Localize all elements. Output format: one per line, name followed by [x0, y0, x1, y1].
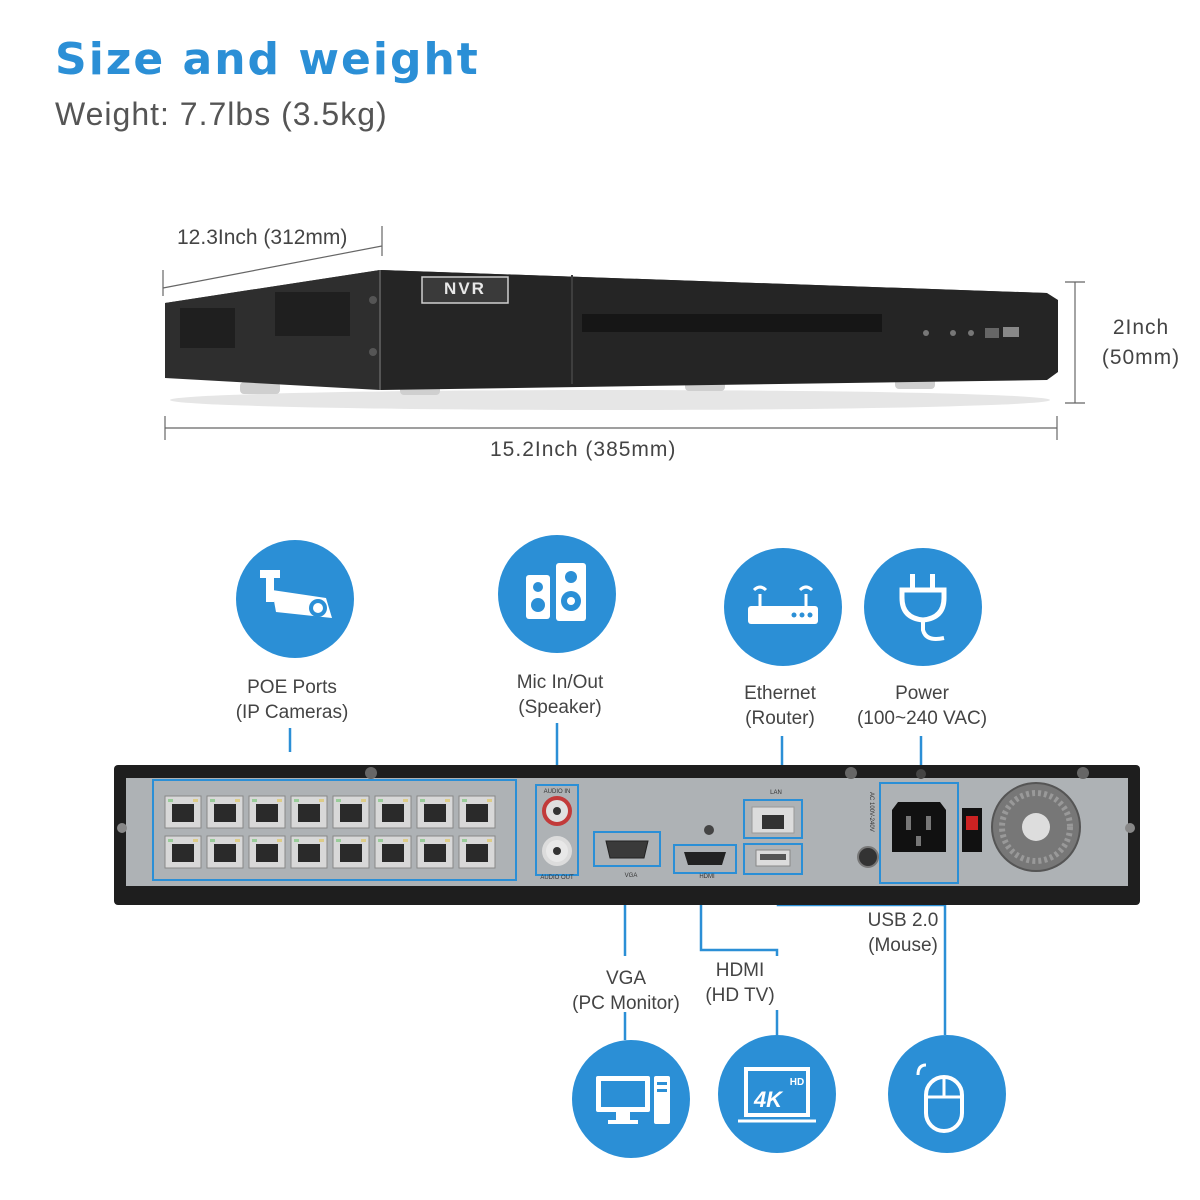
poe-port [458, 835, 496, 869]
poe-port [248, 795, 286, 829]
power-label-1: Power [895, 683, 949, 704]
power-label-2: (100~240 VAC) [856, 708, 988, 729]
hdmi-port-text: HDMI [699, 874, 715, 880]
depth-line [162, 245, 383, 289]
poe-port [374, 835, 412, 869]
poe-label-2: (IP Cameras) [235, 702, 349, 723]
computer-icon [596, 1076, 670, 1124]
poe-port [290, 795, 328, 829]
speaker-icon [526, 563, 586, 621]
vga-label-1: VGA [605, 968, 647, 989]
weight-text: Weight: 7.7lbs (3.5kg) [55, 96, 388, 132]
nvr-front-device [165, 270, 1058, 410]
ethernet-callout-circle [724, 548, 842, 666]
tv-hd-text: HD [790, 1077, 804, 1088]
lan-port-text: LAN [770, 790, 782, 796]
vga-callout-circle [572, 1040, 690, 1158]
dimension-diagram [162, 226, 1085, 440]
depth-label: 12.3Inch (312mm) [177, 226, 348, 249]
vga-label: VGA (PC Monitor) [526, 966, 726, 1016]
mic-label: Mic In/Out (Speaker) [460, 670, 660, 720]
poe-port [416, 795, 454, 829]
ethernet-label: Ethernet (Router) [680, 681, 880, 731]
height-label-2: (50mm) [1101, 346, 1181, 369]
nvr-rear-device [114, 765, 1140, 905]
ethernet-label-2: (Router) [745, 708, 815, 729]
mic-label-2: (Speaker) [518, 697, 602, 718]
hdmi-label: HDMI (HD TV) [640, 958, 840, 1008]
power-label: Power (100~240 VAC) [822, 681, 1022, 731]
width-label: 15.2Inch (385mm) [490, 438, 677, 461]
power-callout-circle [864, 548, 982, 666]
page-title: Size and weight [55, 34, 480, 85]
nvr-logo: NVR [444, 279, 486, 298]
poe-port [332, 795, 370, 829]
camera-icon [260, 570, 332, 618]
poe-port [164, 795, 202, 829]
plug-icon [899, 574, 947, 641]
poe-callout-circle [236, 540, 354, 658]
mouse-icon [916, 1063, 964, 1133]
usb-label: USB 2.0 (Mouse) [803, 908, 1003, 958]
mic-callout-circle [498, 535, 616, 653]
audio-in-text: AUDIO IN [544, 789, 571, 795]
ethernet-label-1: Ethernet [744, 683, 816, 704]
poe-port [332, 835, 370, 869]
poe-label: POE Ports (IP Cameras) [192, 675, 392, 725]
vga-label-2: (PC Monitor) [572, 993, 680, 1014]
mic-label-1: Mic In/Out [516, 672, 604, 693]
ac-port-text: AC 100V-240V [868, 792, 874, 832]
usb-label-1: USB 2.0 [867, 910, 939, 931]
hdmi-label-1: HDMI [715, 960, 765, 981]
audio-out-text: AUDIO OUT [540, 875, 574, 881]
tv-icon: 4K HD [738, 1067, 816, 1123]
poe-port [248, 835, 286, 869]
hdmi-callout-circle: 4K HD [718, 1035, 836, 1153]
poe-port [416, 835, 454, 869]
rear-panel-diagram: AUDIO IN AUDIO OUT VGA HDMI LAN AC 100V-… [114, 723, 1140, 1040]
usb-label-2: (Mouse) [868, 935, 938, 956]
poe-ports [164, 795, 496, 869]
poe-port [206, 795, 244, 829]
poe-port [374, 795, 412, 829]
hdmi-label-2: (HD TV) [705, 985, 775, 1006]
vga-port-text: VGA [625, 873, 638, 879]
tv-4k-text: 4K [753, 1087, 784, 1112]
poe-port [290, 835, 328, 869]
height-label-1: 2Inch [1112, 316, 1170, 339]
poe-port [206, 835, 244, 869]
poe-port [164, 835, 202, 869]
router-icon [748, 585, 818, 624]
poe-label-1: POE Ports [247, 677, 337, 698]
usb-callout-circle [888, 1035, 1006, 1153]
poe-port [458, 795, 496, 829]
